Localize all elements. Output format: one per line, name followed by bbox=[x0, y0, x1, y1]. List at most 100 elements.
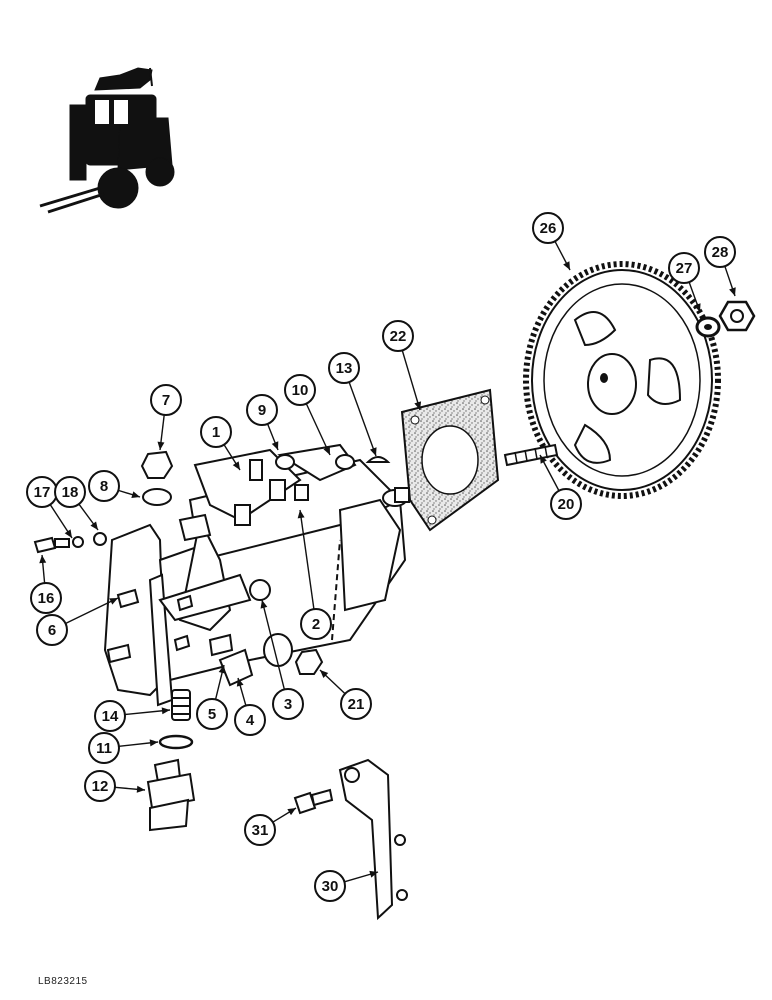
callout-22: 22 bbox=[382, 320, 414, 352]
callout-number-30: 30 bbox=[322, 878, 339, 895]
pump-gasket bbox=[400, 388, 500, 532]
callout-number-3: 3 bbox=[284, 696, 292, 713]
callout-21: 21 bbox=[340, 688, 372, 720]
leader-line-3 bbox=[261, 599, 286, 690]
callout-11: 11 bbox=[88, 732, 120, 764]
callout-circle-27 bbox=[668, 252, 700, 284]
pump-fitting bbox=[140, 450, 174, 506]
callout-circle-31 bbox=[244, 814, 276, 846]
leader-arrow-12 bbox=[136, 785, 145, 793]
callout-number-7: 7 bbox=[162, 392, 170, 409]
callout-number-1: 1 bbox=[212, 424, 220, 441]
callout-6: 6 bbox=[36, 614, 68, 646]
callout-number-11: 11 bbox=[96, 740, 112, 757]
leader-lines bbox=[39, 240, 736, 883]
leader-arrow-28 bbox=[729, 287, 736, 296]
callout-circle-21 bbox=[340, 688, 372, 720]
callout-16: 16 bbox=[30, 582, 62, 614]
callout-circle-12 bbox=[84, 770, 116, 802]
callout-circle-10 bbox=[284, 374, 316, 406]
callout-number-12: 12 bbox=[92, 778, 109, 795]
leader-arrow-5 bbox=[218, 665, 226, 674]
leader-arrow-30 bbox=[369, 870, 378, 878]
injection-pump bbox=[103, 443, 410, 707]
leader-arrow-27 bbox=[693, 303, 701, 312]
callout-number-14: 14 bbox=[102, 708, 119, 725]
lockwasher bbox=[695, 316, 721, 338]
callout-number-31: 31 bbox=[252, 822, 269, 839]
callout-number-4: 4 bbox=[246, 712, 255, 729]
seal-washer bbox=[158, 734, 194, 750]
delivery-valve-holder bbox=[146, 758, 196, 832]
callout-9: 9 bbox=[246, 394, 278, 426]
callout-13: 13 bbox=[328, 352, 360, 384]
banjo-bolt bbox=[33, 532, 107, 554]
callout-7: 7 bbox=[150, 384, 182, 416]
leader-arrow-17 bbox=[64, 529, 72, 538]
callout-30: 30 bbox=[314, 870, 346, 902]
callout-5: 5 bbox=[196, 698, 228, 730]
leader-arrow-9 bbox=[271, 441, 279, 450]
callout-8: 8 bbox=[88, 470, 120, 502]
leader-arrow-2 bbox=[297, 510, 305, 519]
callout-26: 26 bbox=[532, 212, 564, 244]
callout-circle-2 bbox=[300, 608, 332, 640]
leader-arrow-4 bbox=[236, 678, 244, 687]
leader-line-13 bbox=[348, 381, 377, 457]
drawing-reference: LB823215 bbox=[38, 976, 88, 987]
leader-arrow-21 bbox=[320, 670, 329, 679]
leader-line-6 bbox=[65, 597, 119, 625]
callout-2: 2 bbox=[300, 608, 332, 640]
callout-number-2: 2 bbox=[312, 616, 320, 633]
leader-arrow-13 bbox=[369, 447, 377, 456]
callout-17: 17 bbox=[26, 476, 58, 508]
leader-arrow-14 bbox=[161, 707, 170, 715]
leader-arrow-22 bbox=[414, 401, 422, 410]
callout-31: 31 bbox=[244, 814, 276, 846]
callout-12: 12 bbox=[84, 770, 116, 802]
callout-number-5: 5 bbox=[208, 706, 216, 723]
callout-27: 27 bbox=[668, 252, 700, 284]
callout-18: 18 bbox=[54, 476, 86, 508]
callout-circle-18 bbox=[54, 476, 86, 508]
leader-arrow-20 bbox=[540, 455, 547, 464]
callout-circle-11 bbox=[88, 732, 120, 764]
leader-line-10 bbox=[305, 403, 331, 456]
callout-14: 14 bbox=[94, 700, 126, 732]
callout-circle-4 bbox=[234, 704, 266, 736]
callout-circle-20 bbox=[550, 488, 582, 520]
callout-circle-9 bbox=[246, 394, 278, 426]
callout-number-6: 6 bbox=[48, 622, 56, 639]
callout-4: 4 bbox=[234, 704, 266, 736]
callout-10: 10 bbox=[284, 374, 316, 406]
callout-number-10: 10 bbox=[292, 382, 309, 399]
leader-arrow-3 bbox=[260, 600, 268, 609]
pump-nut bbox=[294, 648, 324, 675]
leader-arrow-16 bbox=[39, 555, 47, 564]
callout-circle-3 bbox=[272, 688, 304, 720]
callout-number-21: 21 bbox=[348, 696, 365, 713]
leader-line-2 bbox=[299, 509, 315, 610]
leader-arrow-1 bbox=[232, 461, 240, 470]
leader-arrow-18 bbox=[90, 521, 98, 530]
callout-number-8: 8 bbox=[100, 478, 108, 495]
callout-circle-1 bbox=[200, 416, 232, 448]
leader-arrow-11 bbox=[149, 739, 158, 747]
callout-number-13: 13 bbox=[336, 360, 353, 377]
callout-20: 20 bbox=[550, 488, 582, 520]
leader-arrow-10 bbox=[323, 446, 330, 455]
leader-arrow-8 bbox=[131, 491, 140, 499]
forklift-icon bbox=[39, 67, 175, 214]
callout-1: 1 bbox=[200, 416, 232, 448]
callout-number-9: 9 bbox=[258, 402, 266, 419]
callout-circle-8 bbox=[88, 470, 120, 502]
leader-arrow-31 bbox=[287, 808, 296, 816]
callout-28: 28 bbox=[704, 236, 736, 268]
callout-number-27: 27 bbox=[676, 260, 693, 277]
bracket-bolt bbox=[293, 788, 334, 815]
callout-circle-13 bbox=[328, 352, 360, 384]
leader-line-22 bbox=[401, 350, 421, 411]
stud bbox=[503, 443, 559, 467]
